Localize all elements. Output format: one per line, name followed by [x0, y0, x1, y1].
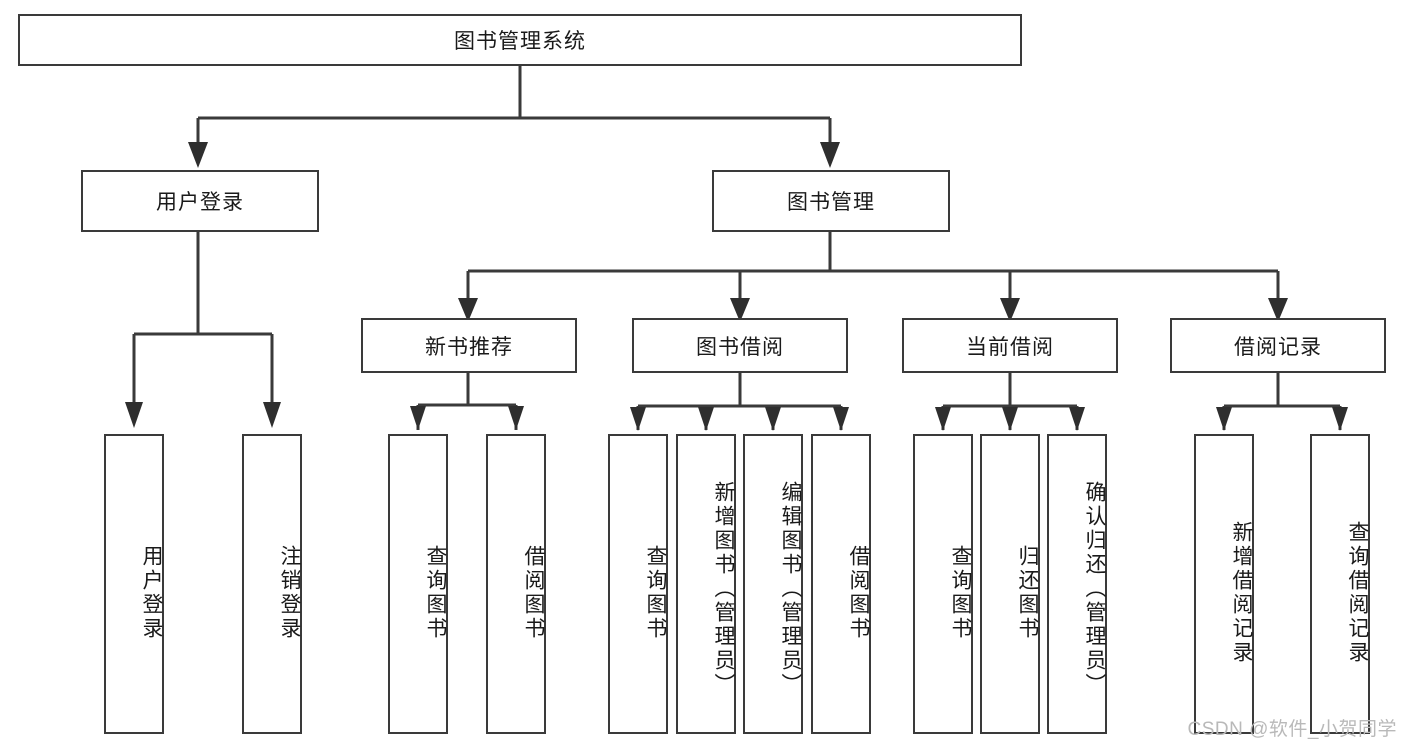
node-leaf-borrow-book-1[interactable]: 借阅图书	[486, 434, 546, 734]
node-leaf-edit-book[interactable]: 编辑图书（管理员）	[743, 434, 803, 734]
node-leaf-add-record[interactable]: 新增借阅记录	[1194, 434, 1254, 734]
arrowhead-bb-c4	[833, 407, 849, 431]
node-book-borrow[interactable]: 图书借阅	[632, 318, 848, 373]
node-book-manage[interactable]: 图书管理	[712, 170, 950, 232]
arrowhead-cb-c3	[1069, 407, 1085, 431]
node-leaf-query-book-2[interactable]: 查询图书	[608, 434, 668, 734]
arrowhead-bb-c2	[698, 407, 714, 431]
node-leaf-query-book-1[interactable]: 查询图书	[388, 434, 448, 734]
node-leaf-confirm-return[interactable]: 确认归还（管理员）	[1047, 434, 1107, 734]
node-current-borrow[interactable]: 当前借阅	[902, 318, 1118, 373]
arrowhead-user-login	[188, 142, 208, 168]
arrowhead-br-c2	[1332, 407, 1348, 431]
node-leaf-query-record[interactable]: 查询借阅记录	[1310, 434, 1370, 734]
arrowhead-nbr-c2	[508, 406, 524, 430]
node-borrow-record[interactable]: 借阅记录	[1170, 318, 1386, 373]
arrowhead-leaf-logout	[263, 402, 281, 428]
node-user-login[interactable]: 用户登录	[81, 170, 319, 232]
arrowhead-bb-c3	[765, 407, 781, 431]
node-leaf-borrow-book-2[interactable]: 借阅图书	[811, 434, 871, 734]
node-leaf-user-login[interactable]: 用户登录	[104, 434, 164, 734]
node-leaf-query-book-3[interactable]: 查询图书	[913, 434, 973, 734]
arrowhead-cb-c1	[935, 407, 951, 431]
node-leaf-add-book[interactable]: 新增图书（管理员）	[676, 434, 736, 734]
arrowhead-book-manage	[820, 142, 840, 168]
node-root[interactable]: 图书管理系统	[18, 14, 1022, 66]
arrowhead-br-c1	[1216, 407, 1232, 431]
arrowhead-bb-c1	[630, 407, 646, 431]
node-new-book-recommend[interactable]: 新书推荐	[361, 318, 577, 373]
arrowhead-cb-c2	[1002, 407, 1018, 431]
node-leaf-logout[interactable]: 注销登录	[242, 434, 302, 734]
node-leaf-return-book[interactable]: 归还图书	[980, 434, 1040, 734]
watermark-text: CSDN @软件_小贺同学	[1187, 719, 1397, 740]
arrowhead-nbr-c1	[410, 406, 426, 430]
arrowhead-leaf-user-login	[125, 402, 143, 428]
